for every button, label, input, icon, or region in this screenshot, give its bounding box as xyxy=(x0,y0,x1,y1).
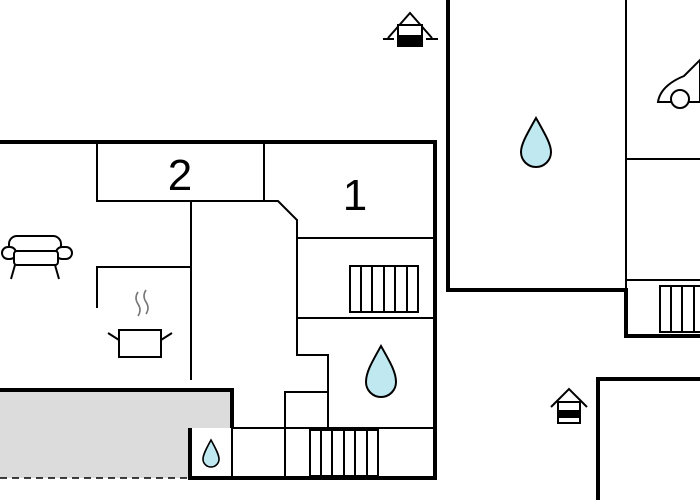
room-label-1: 1 xyxy=(343,171,367,220)
main-house-outer-wall xyxy=(0,140,437,480)
outbuilding xyxy=(446,0,700,338)
outbuilding-water-drop-icon xyxy=(519,115,553,168)
stairs-lower-icon xyxy=(309,429,379,477)
car-icon xyxy=(656,58,700,109)
terrace-area xyxy=(0,390,232,478)
house-entrance-icon-lower xyxy=(550,387,588,424)
outbuilding-stairs-icon xyxy=(659,285,700,333)
cooking-pot-icon xyxy=(107,289,173,358)
main-house: 2 1 xyxy=(0,140,437,480)
main-house-interior-walls xyxy=(96,142,435,478)
room-label-2: 2 xyxy=(168,151,192,200)
kitchen-wall xyxy=(96,266,191,308)
sofa-icon xyxy=(1,235,73,280)
small-building-wall xyxy=(596,377,700,500)
water-drop-icon xyxy=(364,343,398,398)
stairs-icon xyxy=(349,265,419,313)
outbuilding-interior-walls xyxy=(625,0,700,336)
terrace-border xyxy=(0,388,234,428)
bedroom-1-wall xyxy=(263,142,329,478)
terrace xyxy=(0,388,234,479)
house-entrance-icon xyxy=(383,11,438,47)
small-water-drop-icon xyxy=(202,438,220,468)
